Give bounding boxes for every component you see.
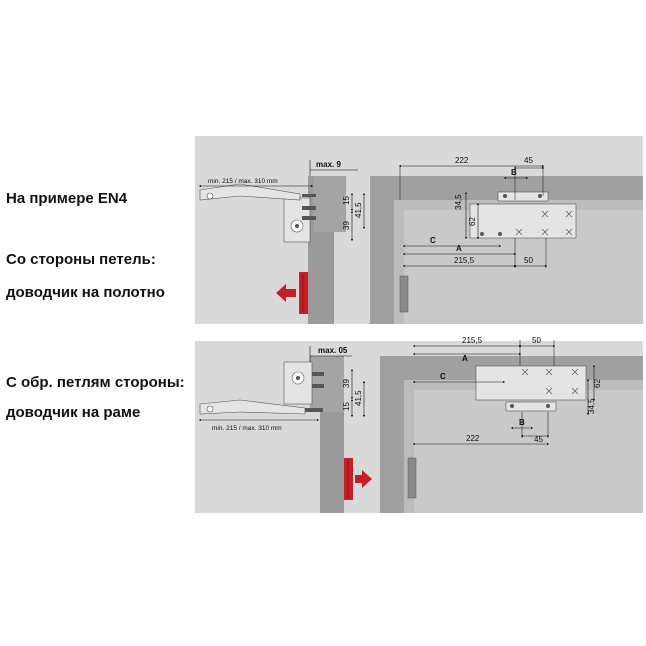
bottom-hinge	[407, 457, 417, 499]
bottom-d45: 45	[534, 435, 543, 444]
top-max-label: max. 9	[316, 160, 341, 169]
top-v15: 15	[342, 196, 351, 205]
bottom-arm-range: min. 215 / max. 310 mm	[212, 425, 282, 432]
bottom-max-label: max. 05	[318, 346, 348, 355]
top-d62: 62	[468, 217, 477, 226]
caption-hinge-side: Со стороны петель:	[6, 251, 156, 268]
top-frame-head	[314, 176, 346, 232]
top-frame-outline	[370, 176, 643, 324]
top-d222: 222	[455, 156, 469, 165]
bottom-door-leaf	[320, 412, 344, 513]
caption-opposite-side-mount: доводчик на раме	[6, 404, 141, 421]
top-closer-front	[469, 203, 577, 239]
bottom-d34-5: 34,5	[587, 398, 596, 414]
top-d34-5: 34,5	[454, 194, 463, 210]
bottom-frame-outline	[380, 356, 643, 513]
bottom-v39: 39	[342, 379, 351, 388]
top-hinge	[399, 275, 409, 313]
caption-opposite-side: С обр. петлям стороны:	[6, 374, 185, 391]
top-d45: 45	[524, 156, 533, 165]
bottom-d62: 62	[593, 379, 602, 388]
bottom-dC: C	[440, 372, 446, 381]
bottom-door-edge-red	[344, 458, 353, 500]
bottom-closer-front	[475, 365, 587, 401]
top-closer-arm	[199, 183, 301, 201]
bottom-dA: A	[462, 354, 468, 363]
top-v39: 39	[342, 221, 351, 230]
top-v41-5: 41,5	[354, 202, 363, 218]
top-dA: A	[456, 244, 462, 253]
bottom-section: max. 05 39 15 41,5 min. 215 / max. 310 m…	[195, 336, 643, 513]
bottom-direction-arrow-icon	[355, 470, 372, 488]
bottom-closer-arm	[199, 399, 306, 415]
bottom-v15: 15	[342, 402, 351, 411]
top-d215-5: 215,5	[454, 256, 475, 265]
top-direction-arrow-icon	[276, 284, 296, 302]
bottom-d222: 222	[466, 434, 480, 443]
top-dC: C	[430, 236, 436, 245]
top-section: max. 9 min. 215 / max. 310 mm 15 41,5 39…	[195, 136, 643, 324]
top-dB: B	[511, 168, 517, 177]
bottom-d50: 50	[532, 336, 541, 345]
top-d50: 50	[524, 256, 533, 265]
bottom-d215-5: 215,5	[462, 336, 483, 345]
top-door-edge-red	[299, 272, 308, 314]
caption-example: На примере EN4	[6, 190, 128, 207]
caption-hinge-side-mount: доводчик на полотно	[6, 284, 165, 301]
bottom-v41-5: 41,5	[354, 390, 363, 406]
top-arm-range: min. 215 / max. 310 mm	[208, 178, 278, 185]
